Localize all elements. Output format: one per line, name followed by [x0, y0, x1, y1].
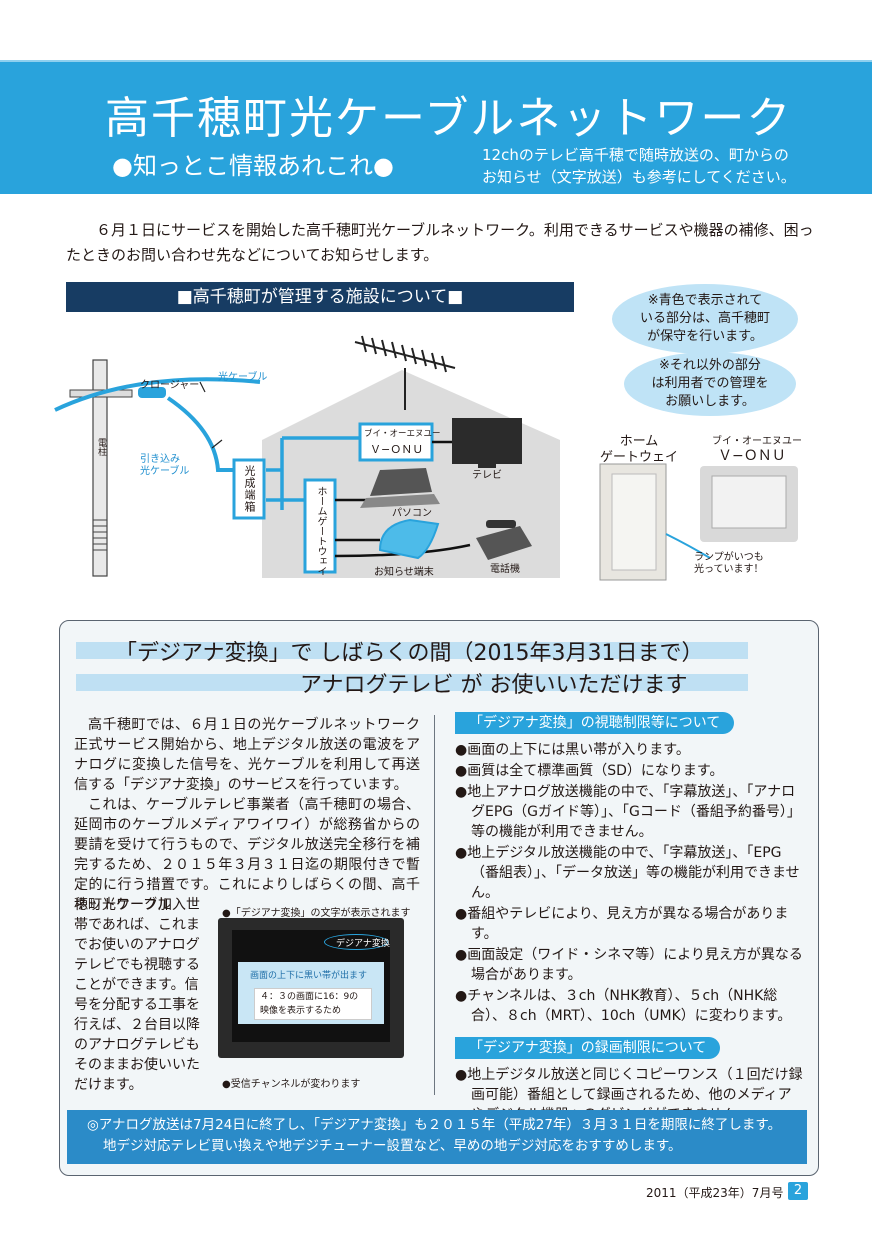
laptop-icon	[370, 468, 432, 496]
v-onu-photo-label: Ｖ−ＯＮＵ	[718, 448, 786, 464]
paragraph: これは、ケーブルテレビ事業者（高千穂町の場合、延岡市のケーブルメディアワイワイ）…	[74, 797, 420, 913]
utility-pole-icon	[92, 359, 108, 577]
lamp-arrow	[665, 533, 711, 559]
network-diagram: 電柱 クロージャー 光ケーブル 引き込み 光ケーブル 光成端箱 ブイ・オーエヌユ…	[0, 320, 872, 620]
drop-cable-line	[166, 396, 236, 472]
band-note: 画面の上下に黒い帯が出ます	[250, 971, 368, 981]
notice-line: ◎アナログ放送は7月24日に終了し、「デジアナ変換」も２０１５年（平成27年）３…	[87, 1117, 782, 1133]
pc-label: パソコン	[392, 508, 432, 519]
list-item: ●番組やテレビにより、見え方が異なる場合があります。	[455, 906, 789, 942]
pointer-arrow	[199, 381, 206, 393]
home-gateway-box-icon	[303, 478, 337, 574]
header-rule	[0, 60, 872, 62]
viewing-restrictions-list: ●画面の上下には黒い帯が入ります。 ●画質は全て標準画質（SD）になります。 ●…	[455, 740, 805, 1026]
analog-end-notice: ◎アナログ放送は7月24日に終了し、「デジアナ変換」も２０１５年（平成27年）３…	[67, 1110, 807, 1164]
list-item: ●画面設定（ワイド・シネマ等）により見え方が異なる場合があります。	[455, 947, 803, 983]
lamp-note: ランプがいつも 光っています！	[694, 552, 764, 575]
optical-box-label: 光成端箱	[243, 465, 256, 513]
closure-icon	[138, 387, 166, 398]
tv-caption-bottom: ●受信チャンネルが変わります	[222, 1079, 361, 1090]
title-highlight	[76, 642, 748, 659]
title-highlight	[76, 674, 748, 691]
digiana-explanation: 高千穂町では、６月１日の光ケーブルネットワーク正式サービス開始から、地上デジタル…	[74, 715, 420, 915]
home-gateway-photo-label: ホーム ゲートウェイ	[600, 434, 679, 465]
viewing-restrictions-heading: 「デジアナ変換」の視聴制限等について	[455, 712, 735, 734]
user-note-bubble: ※それ以外の部分 は利用者での管理を お願いします。	[624, 352, 796, 416]
restrictions-column: 「デジアナ変換」の視聴制限等について ●画面の上下には黒い帯が入ります。 ●画質…	[455, 712, 805, 1126]
badge-highlight-ring	[324, 934, 388, 950]
notice-terminal-label: お知らせ端末	[374, 567, 434, 578]
page-subtitle: ●知っとこ情報あれこれ●	[112, 152, 394, 180]
home-gateway-label: ホームゲートウェイ	[315, 486, 326, 576]
telephone-icon	[476, 526, 532, 560]
in-house-wiring	[266, 436, 360, 510]
tv-caption-top: ●「デジアナ変換」の文字が表示されます	[222, 908, 411, 919]
drop-cable-label: 引き込み 光ケーブル	[140, 454, 190, 477]
screen-note-box	[254, 988, 372, 1020]
v-onu-label: Ｖ−ＯＮＵ	[370, 443, 424, 456]
antenna-icon	[354, 335, 456, 410]
header-band	[0, 62, 872, 194]
panel-title-line2: アナログテレビ が お使いいただけます	[300, 673, 688, 698]
pole-steps-icon	[93, 519, 107, 551]
tv-label: テレビ	[472, 470, 502, 481]
v-onu-reading: ブイ・オーエヌユー	[364, 429, 441, 439]
network-diagram-svg	[54, 335, 798, 581]
optical-box-icon	[232, 458, 266, 520]
pole-label: 電柱	[96, 438, 106, 456]
list-item: ●チャンネルは、３ch（NHK教育）、５ch（NHK総合）、８ch（MRT）、1…	[455, 988, 792, 1024]
tv-icon	[452, 418, 522, 464]
page-number: 2	[788, 1182, 808, 1200]
paragraph: 高千穂町では、６月１日の光ケーブルネットワーク正式サービス開始から、地上デジタル…	[74, 717, 420, 793]
column-divider	[434, 715, 435, 1095]
header-note: 12chのテレビ高千穂で随時放送の、町からの お知らせ（文字放送）も参考にしてく…	[482, 146, 796, 186]
pointer-arrow	[211, 439, 223, 449]
page-title: 高千穂町光ケーブルネットワーク	[105, 93, 793, 144]
fiber-cable-label: 光ケーブル	[218, 372, 268, 383]
notice-line: 地デジ対応テレビ買い換えや地デジチューナー設置など、早めの地デジ対応をおすすめし…	[103, 1138, 682, 1154]
facility-heading: ■高千穂町が管理する施設について■	[66, 282, 574, 312]
issue-label: 2011（平成23年）7月号	[646, 1186, 784, 1200]
paragraph-continuation: ネットワーク加入世 帯であれば、これま でお使いのアナログ テレビでも視聴する …	[74, 897, 200, 1093]
screen-note: ４：３の画面に16：9の 映像を表示するため	[260, 992, 359, 1016]
v-onu-photo-reading: ブイ・オーエヌユー	[712, 436, 802, 447]
list-item: ●画面の上下には黒い帯が入ります。	[455, 742, 690, 758]
panel-title-line1: 「デジアナ変換」で しばらくの間（2015年3月31日まで）	[115, 641, 704, 666]
digiana-badge: デジアナ変換	[336, 939, 390, 949]
list-item: ●画質は全て標準画質（SD）になります。	[455, 763, 724, 779]
maintenance-note-bubble: ※青色で表示されて いる部分は、高千穂町 が保守を行います。	[612, 284, 798, 354]
fiber-cable-line	[54, 377, 261, 412]
notice-terminal-icon	[378, 518, 440, 560]
phone-label: 電話機	[490, 564, 520, 575]
list-item: ●地上アナログ放送機能の中で、「字幕放送」、「アナログEPG（Gガイド等）」、「…	[455, 784, 801, 840]
list-item: ●地上デジタル放送機能の中で、「字幕放送」、「EPG（番組表）」、「データ放送」…	[455, 845, 800, 901]
recording-restrictions-heading: 「デジアナ変換」の録画制限について	[455, 1037, 721, 1059]
closure-label: クロージャー	[140, 380, 200, 391]
intro-paragraph: ６月１日にサービスを開始した高千穂町光ケーブルネットワーク。利用できるサービスや…	[66, 221, 814, 264]
